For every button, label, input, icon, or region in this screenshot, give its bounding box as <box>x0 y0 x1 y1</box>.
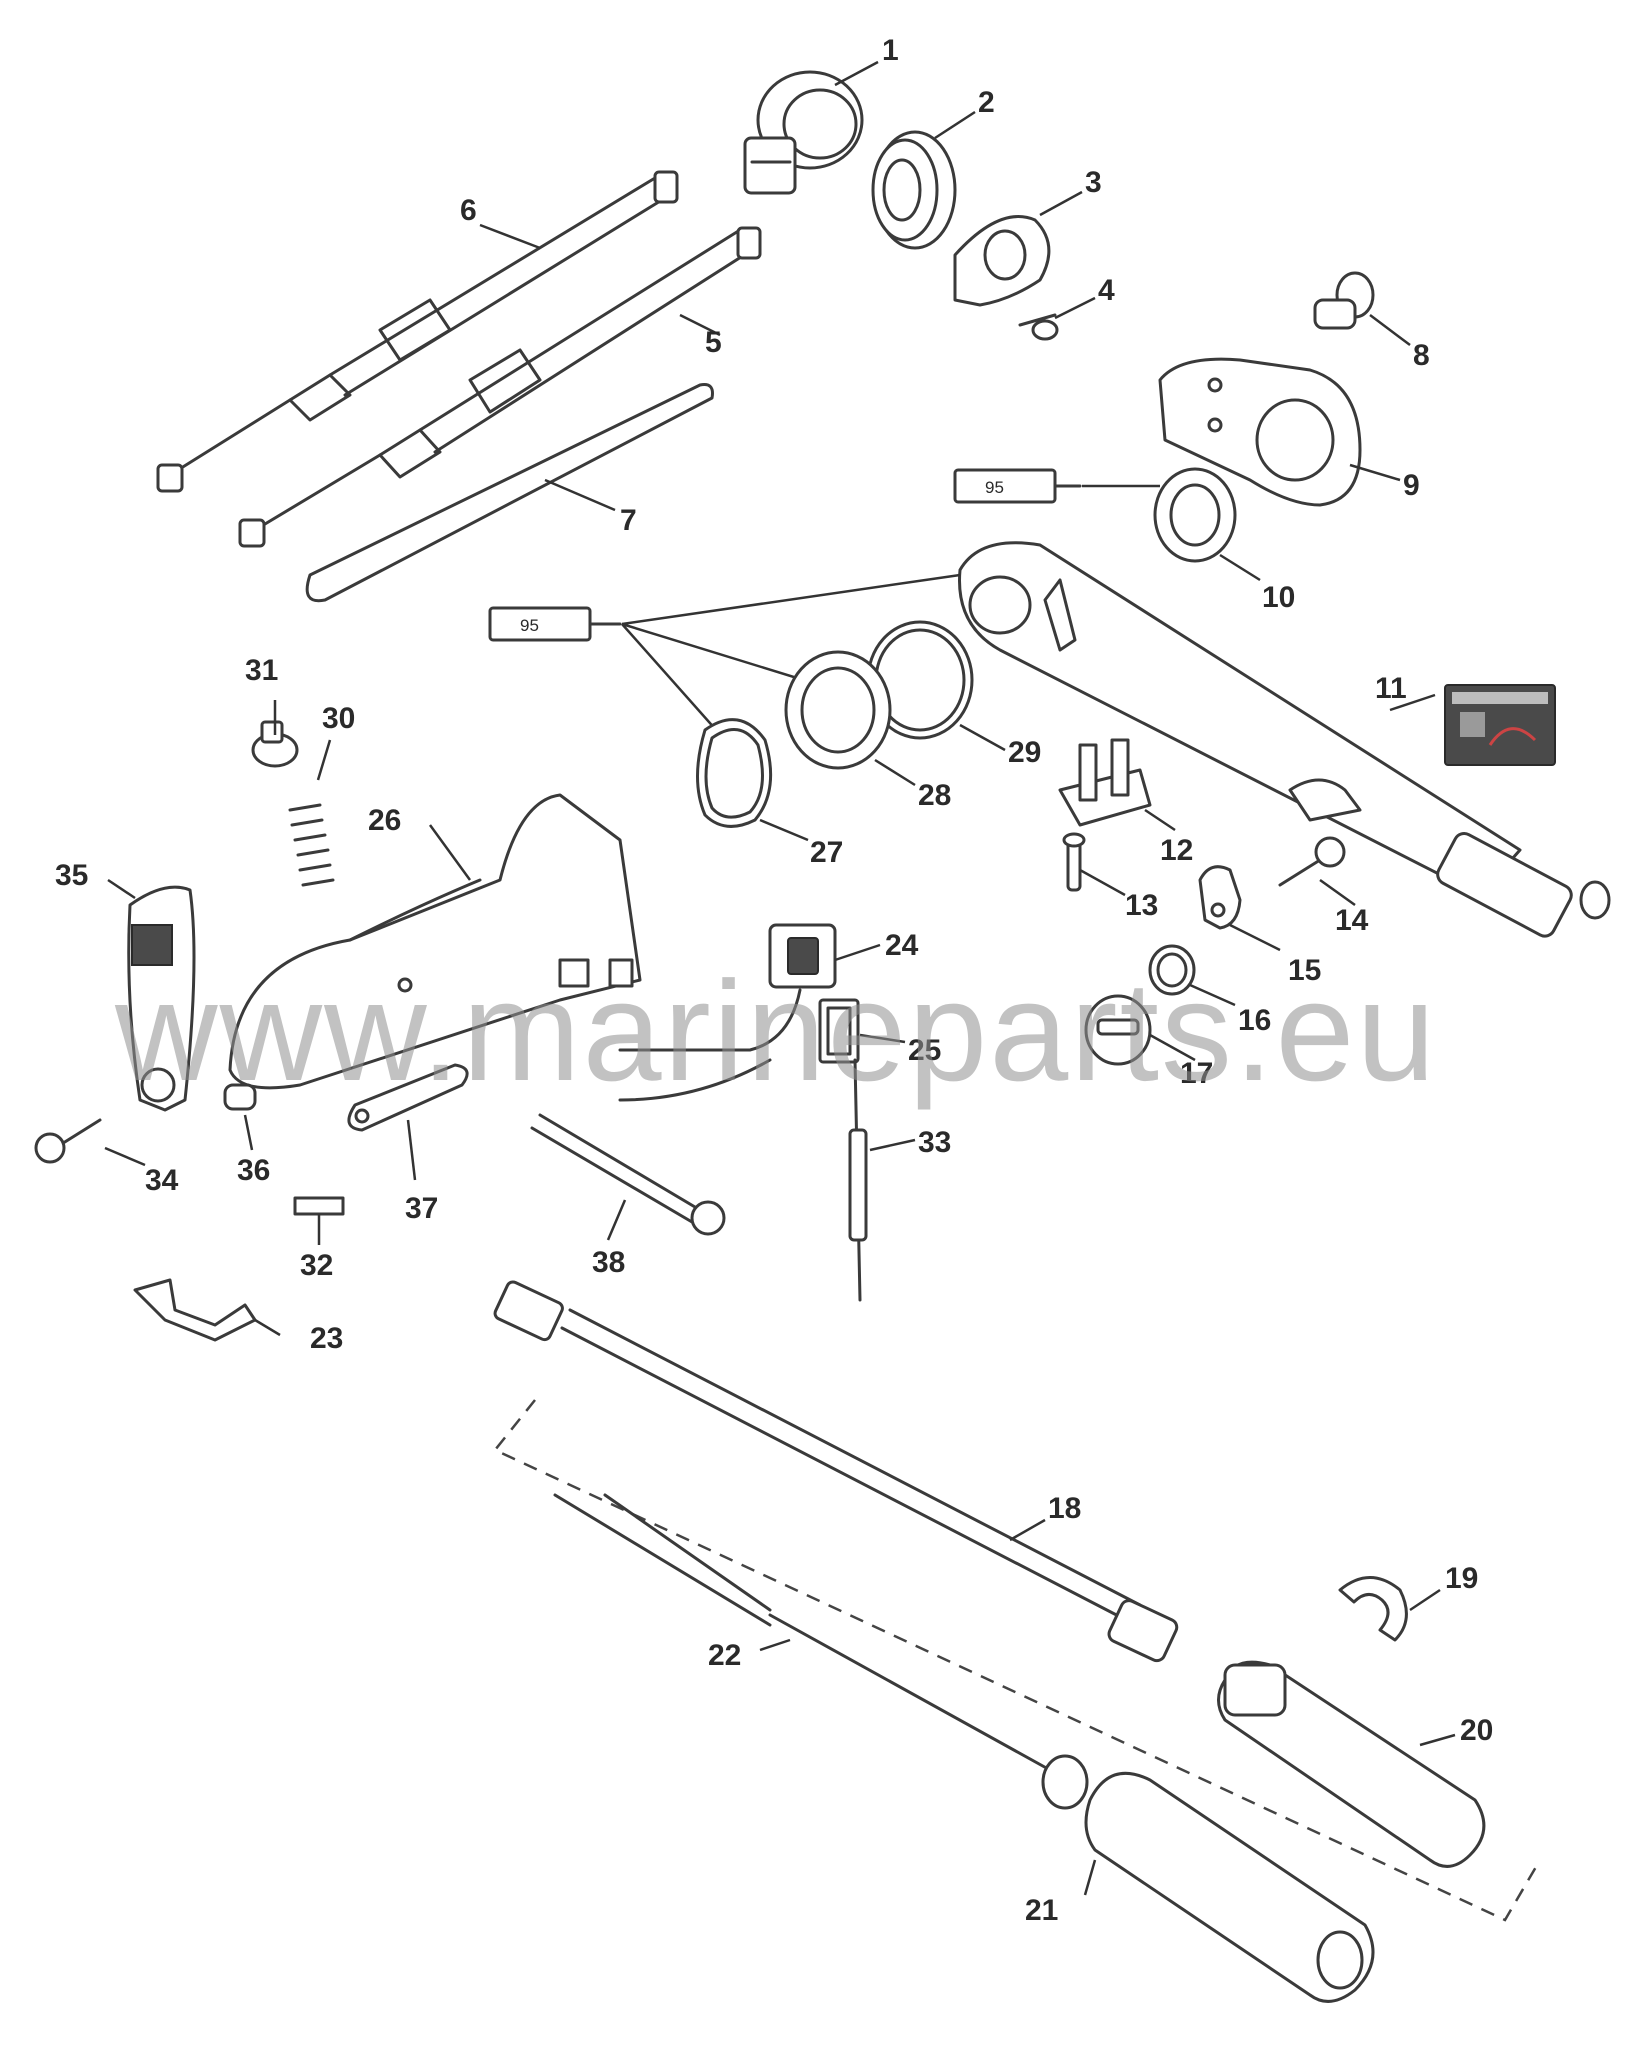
part-11-tiller-arm <box>958 541 1611 938</box>
callout-21: 21 <box>1025 1894 1058 1927</box>
service-decal-icon <box>1444 684 1556 766</box>
part-25-gasket <box>818 998 860 1064</box>
callout-24: 24 <box>885 929 919 962</box>
callout-27: 27 <box>810 836 843 869</box>
callout-11: 11 <box>1375 672 1407 705</box>
part-19-clip-ring <box>1338 1576 1408 1642</box>
callout-19: 19 <box>1445 1562 1478 1595</box>
callout-2: 2 <box>978 86 995 119</box>
callout-6: 6 <box>460 194 477 227</box>
part-13-pin <box>1062 832 1086 892</box>
callout-18: 18 <box>1048 1492 1081 1525</box>
part-3-plate <box>953 215 1051 307</box>
part-1-clamp <box>743 70 864 195</box>
callout-8: 8 <box>1413 339 1430 372</box>
callout-5: 5 <box>705 326 722 359</box>
callout-labels: 1 2 3 4 5 6 7 8 9 10 11 12 13 14 15 16 1… <box>55 34 1493 1927</box>
part-23-spring-clip <box>133 1278 257 1342</box>
callout-35: 35 <box>55 859 88 892</box>
grease-tube-icon: 95 <box>488 606 622 642</box>
callout-23: 23 <box>310 1322 343 1355</box>
part-17-knob <box>1084 994 1152 1066</box>
callout-3: 3 <box>1085 166 1102 199</box>
part-35-lever <box>127 885 196 1112</box>
part-9-cover <box>1158 357 1362 507</box>
callout-13: 13 <box>1125 889 1158 922</box>
callout-29: 29 <box>1008 736 1041 769</box>
callout-38: 38 <box>592 1246 625 1279</box>
part-16-ring <box>1148 944 1196 996</box>
callout-15: 15 <box>1288 954 1321 987</box>
callout-7: 7 <box>620 504 637 537</box>
assembly-outline <box>493 1399 1542 1922</box>
callout-10: 10 <box>1262 581 1295 614</box>
part-22-cable <box>553 1493 1089 1810</box>
callout-1: 1 <box>882 34 899 67</box>
callout-25: 25 <box>908 1034 941 1067</box>
callout-22: 22 <box>708 1639 741 1672</box>
callout-31: 31 <box>245 654 278 687</box>
part-32-tag <box>293 1196 345 1216</box>
part-31-cap <box>251 720 299 768</box>
part-15-clip <box>1198 865 1242 930</box>
part-26-bracket <box>228 793 642 1090</box>
part-30-spring <box>288 803 335 887</box>
part-10-bushing <box>1153 467 1237 563</box>
part-2-friction-ring <box>871 130 957 250</box>
callout-37: 37 <box>405 1192 438 1225</box>
callout-26: 26 <box>368 804 401 837</box>
part-4-screw <box>1018 313 1059 341</box>
callout-4: 4 <box>1098 274 1115 307</box>
part-12-bracket <box>1058 738 1152 827</box>
part-20-handle <box>1217 1660 1486 1868</box>
callout-12: 12 <box>1160 834 1193 867</box>
callout-36: 36 <box>237 1154 270 1187</box>
leader-lines <box>104 60 1456 1896</box>
tube-label-1: 95 <box>985 478 1004 497</box>
tube-label-2: 95 <box>520 616 539 635</box>
callout-30: 30 <box>322 702 355 735</box>
part-14-bolt <box>1278 836 1346 887</box>
callout-32: 32 <box>300 1249 333 1282</box>
part-7-rod <box>305 383 714 603</box>
part-21-grip <box>1084 1771 1375 2003</box>
part-28-bearing <box>784 650 892 770</box>
part-5-cable <box>238 226 762 548</box>
part-33-spring <box>848 1058 868 1302</box>
callout-33: 33 <box>918 1126 951 1159</box>
watermark-text: www.marineparts.eu <box>114 952 1437 1111</box>
part-6-cable <box>156 170 679 493</box>
grease-tube-icon: 95 <box>953 468 1082 504</box>
part-8-bolt <box>1313 271 1375 330</box>
part-29-o-ring <box>866 620 974 740</box>
part-36-sleeve <box>223 1083 257 1111</box>
callout-28: 28 <box>918 779 951 812</box>
part-38-bolt <box>530 1113 726 1236</box>
part-37-link <box>347 1063 469 1132</box>
callout-9: 9 <box>1403 469 1420 502</box>
part-27-seal <box>696 718 773 828</box>
callout-20: 20 <box>1460 1714 1493 1747</box>
callout-14: 14 <box>1335 904 1369 937</box>
callout-16: 16 <box>1238 1004 1271 1037</box>
part-18-shaft <box>493 1280 1179 1663</box>
part-34-screw <box>34 1118 102 1164</box>
callout-34: 34 <box>145 1164 179 1197</box>
part-24-switch <box>618 923 837 1102</box>
callout-17: 17 <box>1180 1057 1213 1090</box>
